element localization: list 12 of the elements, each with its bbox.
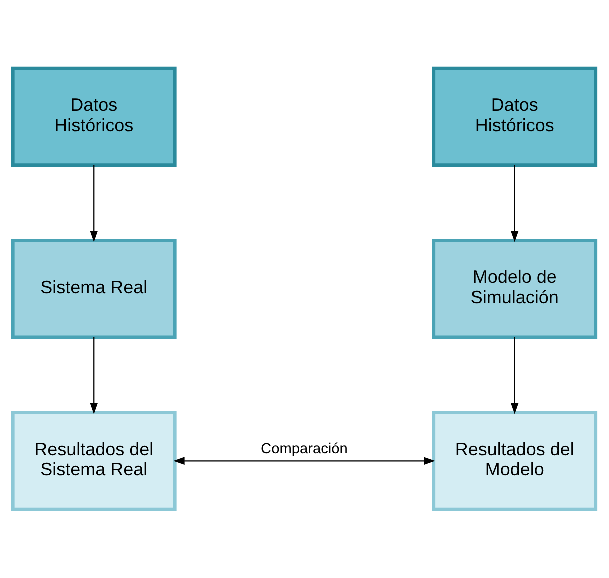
node-box: Resultados del Sistema Real	[11, 411, 177, 512]
node-box: Modelo de Simulación	[432, 238, 598, 340]
node-box: Datos Históricos	[11, 66, 177, 167]
arrow	[90, 337, 98, 414]
arrow	[510, 337, 519, 414]
node-box: Resultados del Modelo	[432, 411, 598, 512]
arrow	[174, 457, 436, 466]
node-box: Datos Históricos	[432, 66, 598, 167]
arrow	[90, 165, 98, 242]
arrow	[510, 165, 519, 242]
edge-label: Comparación	[261, 442, 348, 458]
node-box: Sistema Real	[11, 238, 177, 340]
